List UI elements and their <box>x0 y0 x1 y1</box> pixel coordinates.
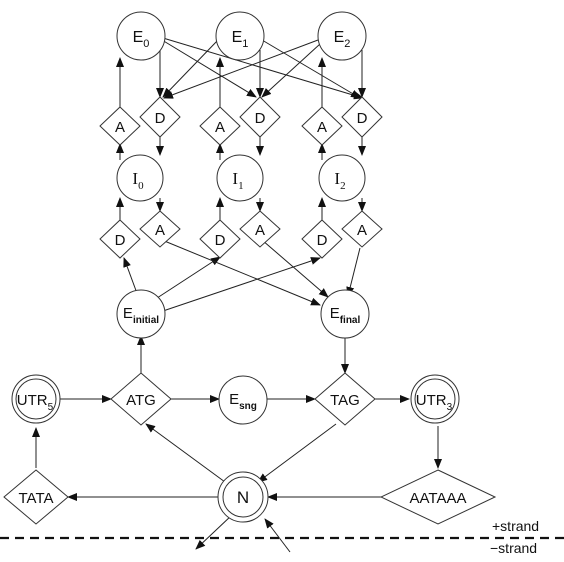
svg-text:UTR5: UTR5 <box>17 392 54 413</box>
edge-einit-d0 <box>123 257 139 297</box>
state-utr5: UTR5 <box>11 374 61 424</box>
edge-a2-efinal <box>346 247 361 297</box>
edge-e2-d1 <box>261 43 321 98</box>
plus-strand-label: +strand <box>492 518 539 534</box>
svg-text:A: A <box>317 119 327 136</box>
edge-a0-efinal <box>161 239 321 306</box>
donor-diamond-0-upper: D <box>139 96 181 138</box>
edge-n-to-minus-strand <box>195 514 233 550</box>
edge-e1-d2 <box>261 39 361 99</box>
edge-einit-d2 <box>159 257 321 313</box>
svg-text:E0: E0 <box>133 29 150 50</box>
svg-text:N: N <box>237 488 249 507</box>
state-utr3: UTR3 <box>410 374 460 424</box>
svg-text:I1: I1 <box>232 169 243 192</box>
donor-diamond-2-lower: D <box>301 219 343 259</box>
svg-text:A: A <box>255 222 265 239</box>
state-e-initial: Einitial <box>116 289 166 339</box>
svg-text:A: A <box>215 119 225 136</box>
svg-text:D: D <box>155 110 166 127</box>
svg-text:A: A <box>155 222 165 239</box>
signal-atg: ATG <box>110 372 172 426</box>
donor-diamond-2-upper: D <box>341 96 383 138</box>
edge-e0-d2 <box>162 37 364 100</box>
svg-text:I0: I0 <box>132 169 144 192</box>
state-e2: E2 <box>317 11 367 61</box>
svg-text:Einitial: Einitial <box>123 305 159 326</box>
state-e0: E0 <box>116 11 166 61</box>
acceptor-diamond-2-lower: A <box>341 210 383 248</box>
svg-text:A: A <box>357 222 367 239</box>
signal-tata: TATA <box>3 469 69 525</box>
svg-text:Efinal: Efinal <box>330 305 361 326</box>
edges <box>32 37 442 553</box>
svg-text:E1: E1 <box>232 29 249 50</box>
svg-text:TAG: TAG <box>330 392 360 409</box>
svg-text:UTR3: UTR3 <box>416 392 453 413</box>
acceptor-diamond-0-upper: A <box>99 106 141 146</box>
edge-tag-n <box>257 423 337 483</box>
edge-e2-d0 <box>163 39 319 99</box>
acceptor-diamond-0-lower: A <box>139 210 181 248</box>
svg-text:D: D <box>255 110 266 127</box>
minus-strand-label: −strand <box>490 540 537 556</box>
signal-tag: TAG <box>314 372 376 426</box>
donor-diamond-1-lower: D <box>199 219 241 259</box>
state-e-final: Efinal <box>320 289 370 339</box>
donor-diamond-1-upper: D <box>239 96 281 138</box>
donor-diamond-0-lower: D <box>99 219 141 259</box>
state-e1: E1 <box>215 11 265 61</box>
svg-text:AATAAA: AATAAA <box>410 490 467 507</box>
edge-e1-d0 <box>162 39 219 98</box>
acceptor-diamond-1-upper: A <box>199 106 241 146</box>
svg-text:D: D <box>357 110 368 127</box>
svg-text:ATG: ATG <box>126 392 156 409</box>
state-e-sng: Esng <box>218 375 268 425</box>
state-n: N <box>217 471 269 523</box>
svg-text:A: A <box>115 119 125 136</box>
state-i1: I1 <box>216 154 264 202</box>
svg-text:E2: E2 <box>334 29 351 50</box>
edge-a1-efinal <box>261 239 329 298</box>
svg-text:I2: I2 <box>334 169 345 192</box>
edge-n-atg <box>145 423 226 483</box>
state-i2: I2 <box>318 154 366 202</box>
svg-text:D: D <box>215 232 226 249</box>
signal-aataaa: AATAAA <box>379 469 497 525</box>
svg-text:D: D <box>317 232 328 249</box>
edge-e0-d1 <box>161 39 257 98</box>
edge-minus-strand-to-n <box>264 518 291 553</box>
edge-einit-d1 <box>153 256 221 301</box>
svg-text:Esng: Esng <box>229 391 257 412</box>
svg-text:D: D <box>115 232 126 249</box>
acceptor-diamond-1-lower: A <box>239 210 281 248</box>
svg-text:TATA: TATA <box>19 490 54 507</box>
acceptor-diamond-2-upper: A <box>301 106 343 146</box>
state-i0: I0 <box>116 154 164 202</box>
